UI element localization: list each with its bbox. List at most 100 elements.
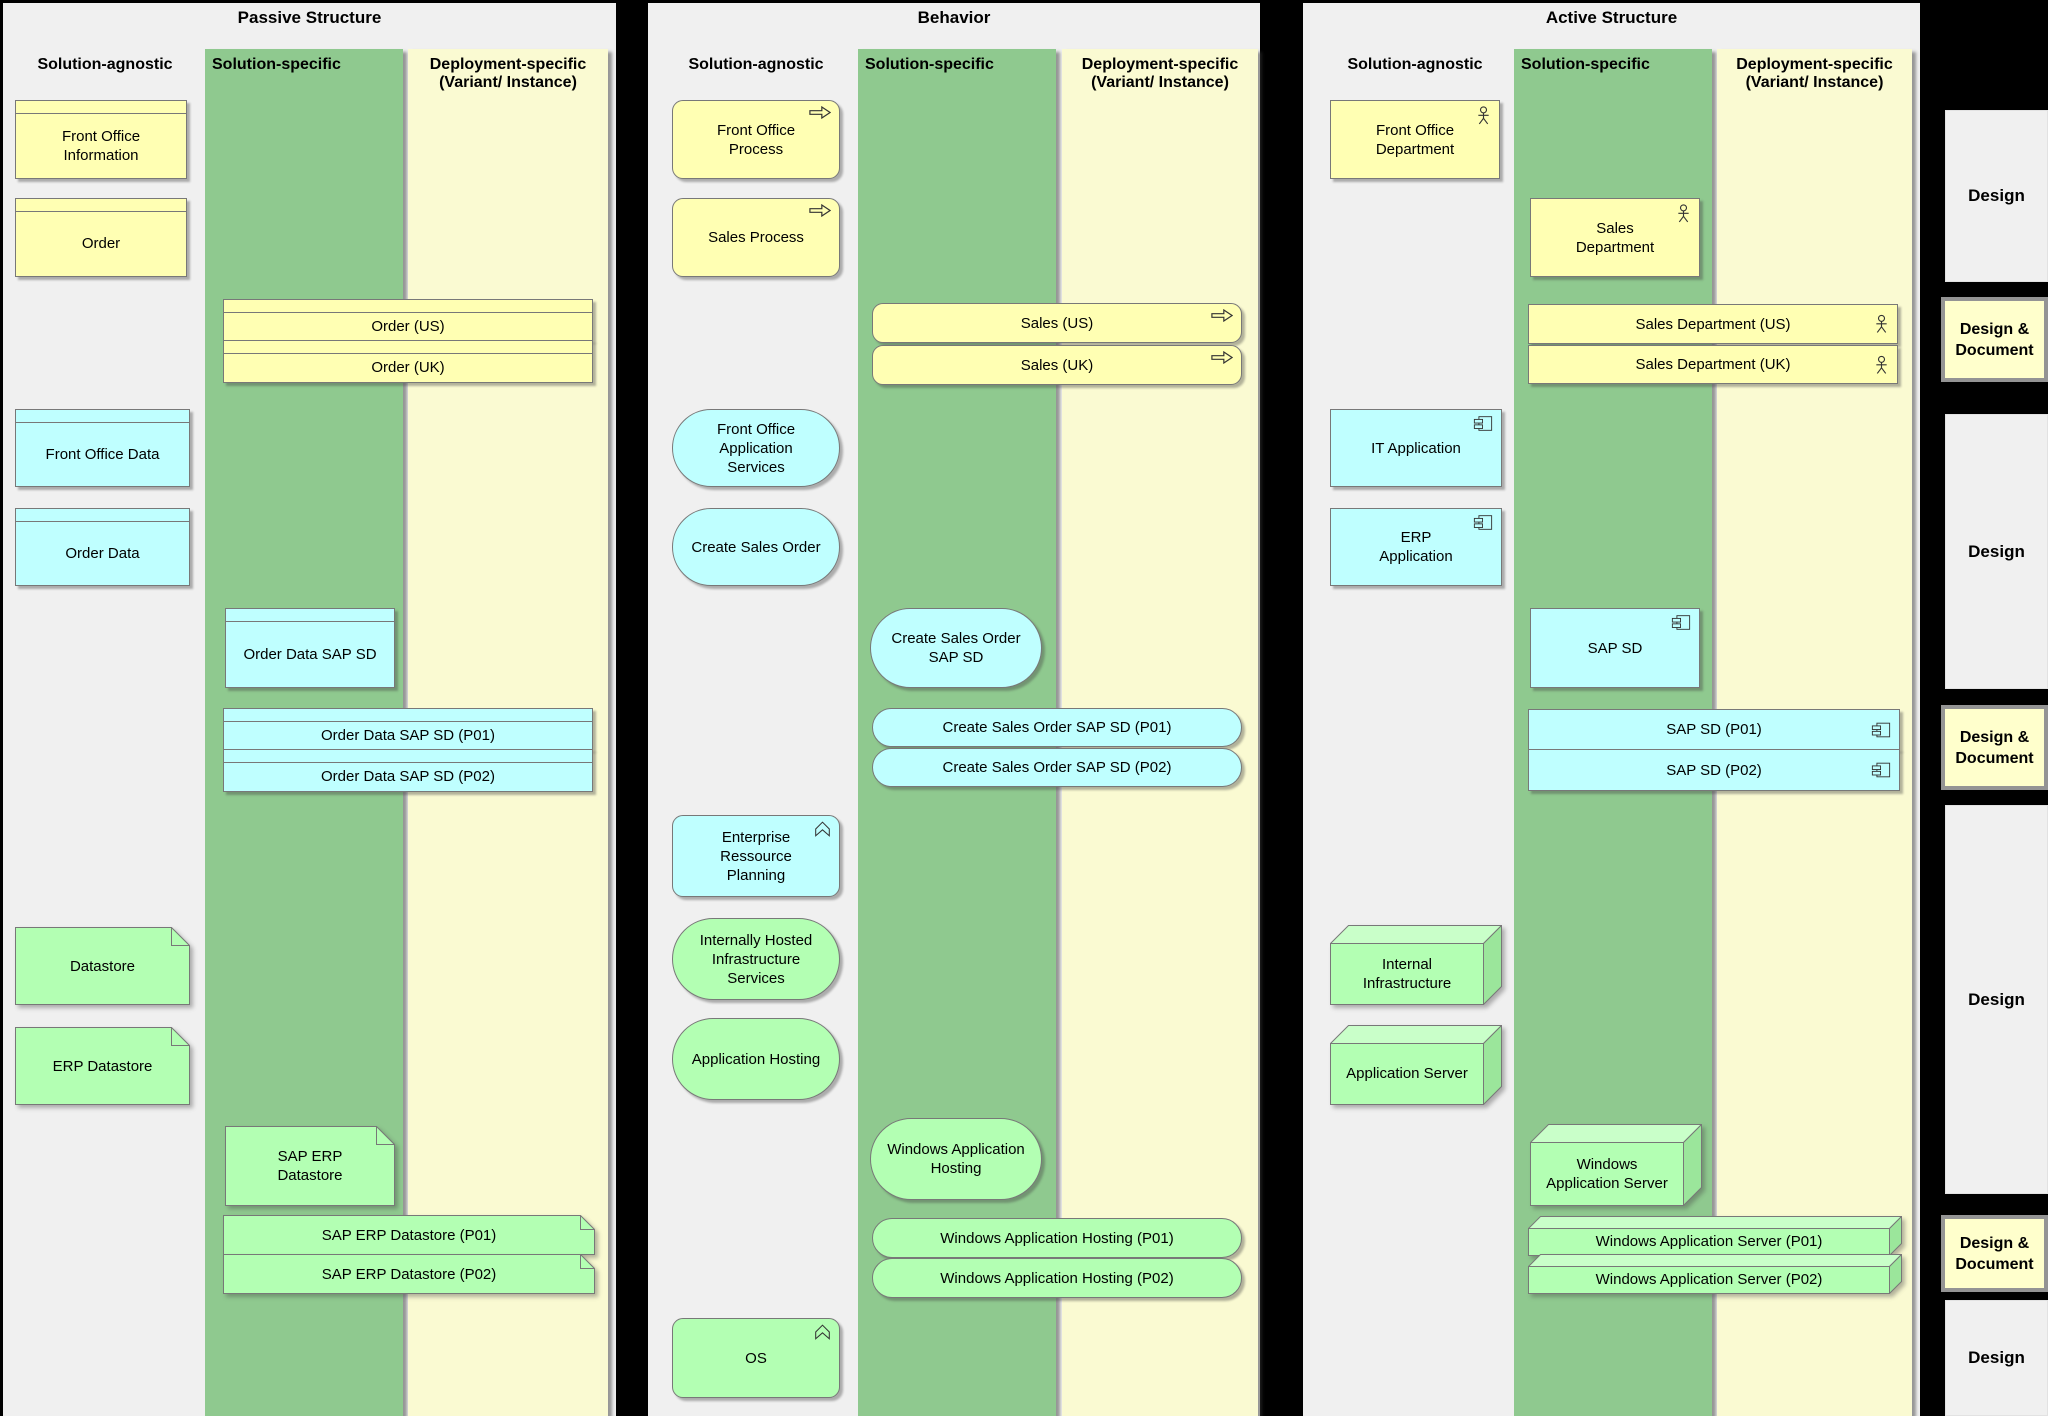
artifact-datastore[interactable]: Datastore <box>15 927 190 1005</box>
actor-front-office-department[interactable]: Front Office Department <box>1330 100 1500 179</box>
node-3d-box <box>1527 1253 1903 1295</box>
business-object-order[interactable]: Order <box>15 198 187 277</box>
artifact-sap-erp-datastore-p02[interactable]: SAP ERP Datastore (P02) <box>223 1254 595 1294</box>
data-object-order-data[interactable]: Order Data <box>15 508 190 586</box>
label: Application Hosting <box>691 1050 821 1068</box>
rail-label-design-2[interactable]: Design <box>1945 414 2048 689</box>
service-create-sales-order[interactable]: Create Sales Order <box>672 508 840 586</box>
node-3d-box <box>1329 924 1503 1006</box>
folded-corner-artifact <box>223 1215 595 1255</box>
label: Order <box>81 235 121 252</box>
label: Windows Application Hosting (P01) <box>940 1229 1174 1247</box>
service-application-hosting[interactable]: Application Hosting <box>672 1018 840 1100</box>
component-icon <box>1871 721 1891 738</box>
artifact-sap-erp-datastore[interactable]: SAP ERP Datastore <box>225 1126 395 1206</box>
process-arrow-icon <box>1211 350 1234 365</box>
behavior-header-deployment-specific: Deployment-specific (Variant/ Instance) <box>1081 56 1239 91</box>
label: Datastore <box>69 957 136 975</box>
rail-label-design-3[interactable]: Design <box>1945 805 2048 1194</box>
label: Enterprise Ressource Planning <box>720 828 792 884</box>
business-object-front-office-information[interactable]: Front Office Information <box>15 100 187 179</box>
data-object-order-data-sap-sd-p01[interactable]: Order Data SAP SD (P01) <box>223 708 593 750</box>
label: Sales Department <box>1575 219 1655 256</box>
label: Front Office Application Services <box>716 420 796 476</box>
rail-label-design-and-document-3[interactable]: Design & Document <box>1941 1215 2048 1292</box>
function-chevron-icon <box>814 1324 831 1340</box>
passive-header-solution-agnostic: Solution-agnostic <box>37 56 173 73</box>
active-header-deployment-specific: Deployment-specific (Variant/ Instance) <box>1736 56 1893 91</box>
node-application-server[interactable]: Application Server <box>1329 1024 1503 1106</box>
service-windows-application-hosting[interactable]: Windows Application Hosting <box>870 1118 1042 1200</box>
business-object-order-us[interactable]: Order (US) <box>223 299 593 341</box>
service-create-sales-order-sap-sd[interactable]: Create Sales Order SAP SD <box>870 608 1042 688</box>
label: Sales (US) <box>1020 314 1094 332</box>
behavior-header-solution-agnostic: Solution-agnostic <box>688 56 824 73</box>
label: Sales (UK) <box>1020 356 1094 374</box>
data-object-front-office-data[interactable]: Front Office Data <box>15 409 190 487</box>
node-3d-box <box>1329 1024 1503 1106</box>
service-internally-hosted-infrastructure-services[interactable]: Internally Hosted Infrastructure Service… <box>672 918 840 1000</box>
service-windows-application-hosting-p01[interactable]: Windows Application Hosting (P01) <box>872 1218 1242 1258</box>
component-icon <box>1871 762 1891 779</box>
actor-icon <box>1476 106 1491 125</box>
component-sap-sd[interactable]: SAP SD <box>1530 608 1700 688</box>
label: SAP SD (P02) <box>1666 761 1762 779</box>
label: Create Sales Order SAP SD <box>891 630 1021 666</box>
component-it-application[interactable]: IT Application <box>1330 409 1502 487</box>
active-header-solution-agnostic: Solution-agnostic <box>1347 56 1483 73</box>
label: Order (US) <box>371 317 445 335</box>
service-windows-application-hosting-p02[interactable]: Windows Application Hosting (P02) <box>872 1258 1242 1298</box>
function-os[interactable]: OS <box>672 1318 840 1398</box>
label: IT Application <box>1371 439 1461 457</box>
actor-sales-department-uk[interactable]: Sales Department (UK) <box>1528 345 1898 384</box>
label: Order Data <box>65 544 140 562</box>
node-3d-box <box>1529 1123 1703 1207</box>
label: Front Office Department <box>1375 121 1455 158</box>
component-icon <box>1473 415 1493 432</box>
data-object-order-data-sap-sd-p02[interactable]: Order Data SAP SD (P02) <box>223 749 593 792</box>
component-sap-sd-p01[interactable]: SAP SD (P01) <box>1528 709 1900 750</box>
node-windows-application-server-p02[interactable]: Windows Application Server (P02) <box>1527 1253 1903 1295</box>
process-sales-uk[interactable]: Sales (UK) <box>872 345 1242 385</box>
process-front-office-process[interactable]: Front Office Process <box>672 100 840 179</box>
rail-label-design-4[interactable]: Design <box>1945 1300 2048 1416</box>
label: Windows Application Server (P01) <box>1595 1233 1823 1250</box>
actor-sales-department[interactable]: Sales Department <box>1530 198 1700 277</box>
label: Windows Application Server <box>1546 1155 1668 1192</box>
label: Order Data SAP SD (P01) <box>321 726 495 744</box>
process-sales-process[interactable]: Sales Process <box>672 198 840 277</box>
rail-label-design-and-document-2[interactable]: Design & Document <box>1941 705 2048 790</box>
behavior-header-solution-specific: Solution-specific <box>865 56 994 73</box>
service-create-sales-order-sap-sd-p01[interactable]: Create Sales Order SAP SD (P01) <box>872 708 1242 747</box>
function-enterprise-ressource-planning[interactable]: Enterprise Ressource Planning <box>672 815 840 897</box>
service-front-office-application-services[interactable]: Front Office Application Services <box>672 409 840 487</box>
folded-corner-artifact <box>15 1027 190 1105</box>
business-object-order-uk[interactable]: Order (UK) <box>223 340 593 383</box>
actor-icon <box>1676 204 1691 223</box>
label: Order Data SAP SD <box>243 645 377 663</box>
data-object-order-data-sap-sd[interactable]: Order Data SAP SD <box>225 608 395 688</box>
process-arrow-icon <box>809 203 832 218</box>
label: SAP ERP Datastore (P02) <box>321 1265 497 1283</box>
service-create-sales-order-sap-sd-p02[interactable]: Create Sales Order SAP SD (P02) <box>872 748 1242 787</box>
label: OS <box>745 1349 767 1367</box>
artifact-sap-erp-datastore-p01[interactable]: SAP ERP Datastore (P01) <box>223 1215 595 1255</box>
node-windows-application-server[interactable]: Windows Application Server <box>1529 1123 1703 1207</box>
actor-sales-department-us[interactable]: Sales Department (US) <box>1528 304 1898 344</box>
component-icon <box>1473 514 1493 531</box>
artifact-erp-datastore[interactable]: ERP Datastore <box>15 1027 190 1105</box>
actor-icon <box>1874 355 1889 374</box>
active-header-solution-specific: Solution-specific <box>1521 56 1650 73</box>
rail-label-design-and-document-1[interactable]: Design & Document <box>1941 297 2048 382</box>
label: Order Data SAP SD (P02) <box>321 768 495 785</box>
node-windows-application-server-p01[interactable]: Windows Application Server (P01) <box>1527 1215 1903 1257</box>
label: Internal Infrastructure <box>1362 955 1452 992</box>
label: Front Office Process <box>716 121 796 158</box>
component-sap-sd-p02[interactable]: SAP SD (P02) <box>1528 749 1900 791</box>
passive-header-deployment-specific: Deployment-specific (Variant/ Instance) <box>429 56 587 91</box>
component-erp-application[interactable]: ERP Application <box>1330 508 1502 586</box>
node-internal-infrastructure[interactable]: Internal Infrastructure <box>1329 924 1503 1006</box>
process-sales-us[interactable]: Sales (US) <box>872 303 1242 343</box>
folded-corner-artifact <box>223 1254 595 1294</box>
rail-label-design-1[interactable]: Design <box>1945 110 2048 282</box>
